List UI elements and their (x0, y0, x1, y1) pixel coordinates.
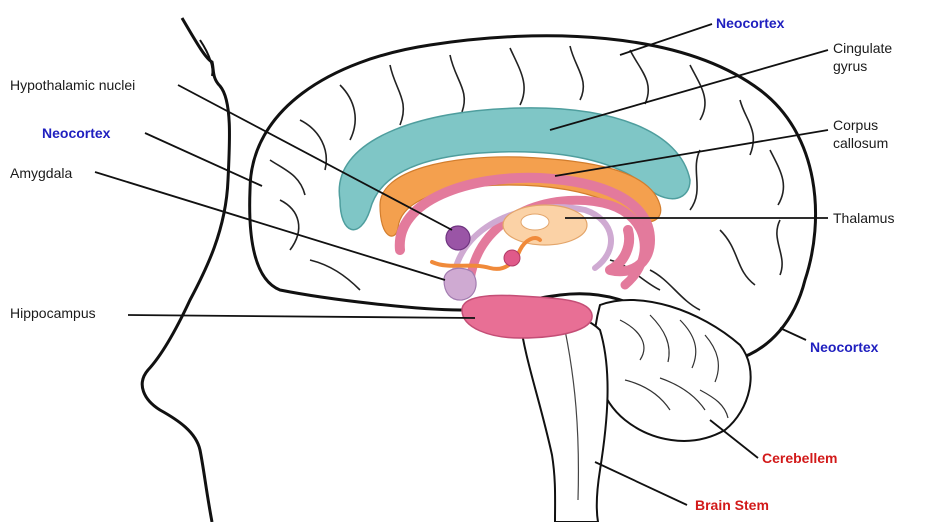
label-hypothalamic-nuclei: Hypothalamic nuclei (10, 77, 135, 94)
label-neocortex-left: Neocortex (42, 125, 110, 142)
label-corpus-callosum-line2: callosum (833, 135, 888, 152)
label-hippocampus: Hippocampus (10, 305, 96, 322)
label-brain-stem: Brain Stem (695, 497, 769, 514)
hippocampus-shape (462, 295, 592, 338)
label-cingulate-gyrus-line1: Cingulate (833, 40, 892, 57)
label-cerebellem: Cerebellem (762, 450, 837, 467)
amygdala-shape (444, 268, 476, 300)
thalamus-core (521, 214, 549, 230)
label-corpus-callosum-line1: Corpus (833, 117, 878, 134)
brain-stem-shape (520, 313, 608, 522)
label-neocortex-top: Neocortex (716, 15, 784, 32)
head-profile-outline (142, 18, 229, 522)
label-thalamus: Thalamus (833, 210, 894, 227)
label-amygdala: Amygdala (10, 165, 72, 182)
label-neocortex-right: Neocortex (810, 339, 878, 356)
mammillary-body (504, 250, 520, 266)
label-cingulate-gyrus-line2: gyrus (833, 58, 867, 75)
